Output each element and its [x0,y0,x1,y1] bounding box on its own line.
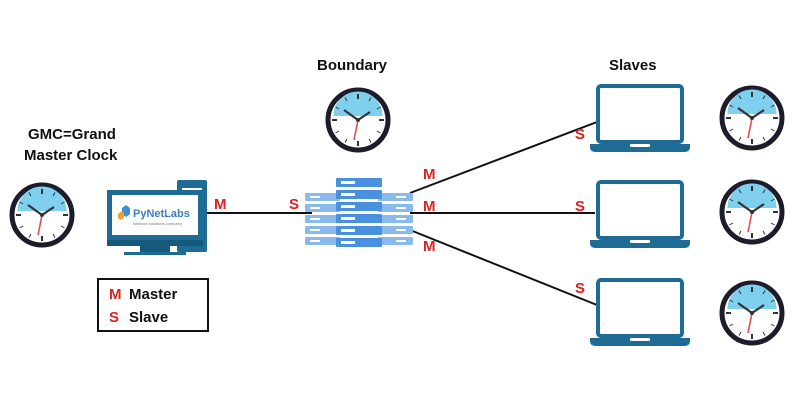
slave-3-port: S [575,280,586,297]
gmc-label-line1: GMC=Grand [28,126,116,143]
boundary-clock-icon [328,90,388,150]
legend-item-slave: S Slave [109,309,168,326]
pc-screen-subtext: Network solutions company [133,221,182,226]
gmc-label-line2: Master Clock [24,147,118,164]
slave-1-laptop-icon [588,84,692,154]
boundary-master-port-1: M [423,166,436,183]
boundary-slave-port: S [289,196,300,213]
slave-3-laptop-icon [588,278,692,348]
slave-2-clock-icon [722,182,782,242]
slave-2-laptop-icon [588,180,692,250]
server-rack-icon [305,178,413,247]
slave-3-clock-icon [722,283,782,343]
link-boundary-slave-1 [409,121,598,194]
desktop-computer-icon: PyNetLabs Network solutions company [107,180,207,255]
legend-text-slave: Slave [129,309,169,326]
boundary-master-port-2: M [423,198,436,215]
boundary-label: Boundary [317,57,388,74]
legend-text-master: Master [129,286,178,303]
slave-1-clock-icon [722,88,782,148]
boundary-master-port-3: M [423,238,436,255]
slaves-label: Slaves [609,57,657,74]
gmc-clock-icon [12,185,72,245]
slave-2-port: S [575,198,586,215]
link-boundary-slave-3 [409,229,598,306]
legend-box: M Master S Slave [97,278,209,332]
legend-key-slave: S [109,309,120,326]
legend-item-master: M Master [109,286,177,303]
slave-1-port: S [575,126,586,143]
pynetlabs-logo: PyNetLabs Network solutions company [118,205,190,226]
pc-screen-text: PyNetLabs [133,208,190,220]
legend-key-master: M [109,286,122,303]
gmc-master-port: M [214,196,227,213]
